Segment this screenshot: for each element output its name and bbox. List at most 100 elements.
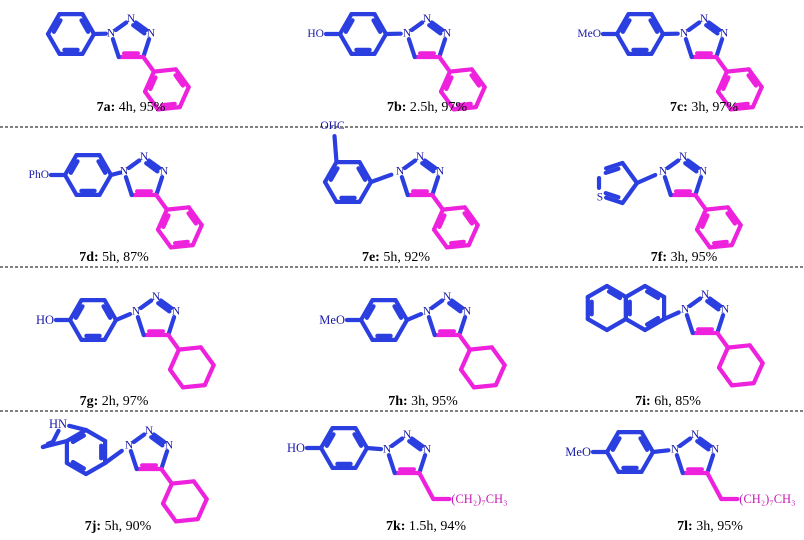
bond [438,89,456,112]
bond [715,69,730,94]
bond [716,365,735,388]
nitrogen-1: N [132,306,141,318]
bond [154,192,169,212]
bond [195,497,209,522]
bond [318,445,335,470]
bond [687,296,703,309]
bond [430,192,445,212]
bond [729,381,756,388]
bond [693,192,709,212]
nitrogen-2: N [691,429,700,441]
bond [728,104,755,112]
nitrogen-2: N [423,13,432,25]
nitrogen-3: N [172,306,181,318]
octyl-chain: (CH₂)₇CH₃ [739,492,795,506]
bond [62,172,79,197]
conditions: 3h, 95% [408,394,459,409]
bond [135,315,146,338]
double-bond [148,75,158,92]
compound-id: 7h: [388,394,407,409]
bond [747,343,765,366]
bond [437,36,448,60]
bond [725,343,752,350]
bond [353,426,370,451]
hydroxy-group: HO [307,28,324,40]
nitrogen-3: N [463,306,472,318]
conditions: 1.5h, 94% [405,519,466,534]
nitrogen-2: N [443,291,452,303]
caption-7l: 7l: 3h, 95% [677,519,743,534]
bond [358,298,375,323]
bond [438,69,452,94]
bond [585,316,610,333]
bond [469,67,487,90]
nitrogen-1: N [125,440,134,452]
bond [372,12,389,37]
bond [389,436,405,449]
double-bond [407,439,423,452]
double-bond [352,432,364,448]
bond [620,160,640,186]
bond [604,316,629,333]
caption-7b: 7b: 2.5h, 97% [387,100,467,115]
nitrogen-1: N [396,166,405,178]
nitrogen-1: N [423,306,432,318]
compound-id: 7f: [651,250,667,265]
bond [639,430,656,455]
double-bond [101,304,113,320]
compound-id: 7l: [677,519,693,534]
bond [716,345,731,370]
compound-id: 7i: [635,394,651,409]
double-bond [149,435,165,448]
caption-7i: 7i: 6h, 85% [635,394,701,409]
double-bond [131,23,147,36]
double-bond [725,211,738,226]
bond [155,207,169,232]
bond [191,479,209,502]
double-bond [620,18,632,34]
bond [364,445,384,452]
bond [83,427,108,444]
bond [705,470,724,502]
bond [614,12,631,37]
nitrogen-1: N [659,166,668,178]
bond [620,180,640,206]
bond [159,466,174,486]
bond [703,205,730,212]
conditions: 2.5h, 97% [406,100,467,115]
double-bond [186,211,198,226]
bond [604,283,629,300]
nitrogen-1: N [107,28,116,40]
nitrogen-3: N [443,28,452,40]
double-bond [746,73,759,88]
bond [393,317,410,342]
double-bond [721,75,731,92]
double-bond [462,211,474,226]
bond [447,67,474,74]
structures-layer [40,12,765,524]
bond [67,298,84,323]
bond [173,516,200,524]
compound-id: 7g: [80,394,99,409]
bond [108,170,123,178]
nitrogen-2: N [403,429,412,441]
nitrogen-2: N [127,13,136,25]
conditions: 5h, 92% [380,250,431,265]
compound-id: 7b: [387,100,406,115]
nitrogen-3: N [147,28,156,40]
bond [154,175,165,198]
bond [372,31,389,57]
bond [458,367,476,390]
double-bond [68,159,80,175]
bond [399,175,410,198]
bond [715,330,731,350]
bond [409,436,425,449]
bond [155,104,182,112]
double-bond [732,101,750,108]
bond [138,298,154,311]
hydroxy-group: HO [36,313,54,327]
molecule-7i [585,283,765,388]
bond [67,423,89,433]
bond [457,315,468,338]
bond [67,317,84,342]
